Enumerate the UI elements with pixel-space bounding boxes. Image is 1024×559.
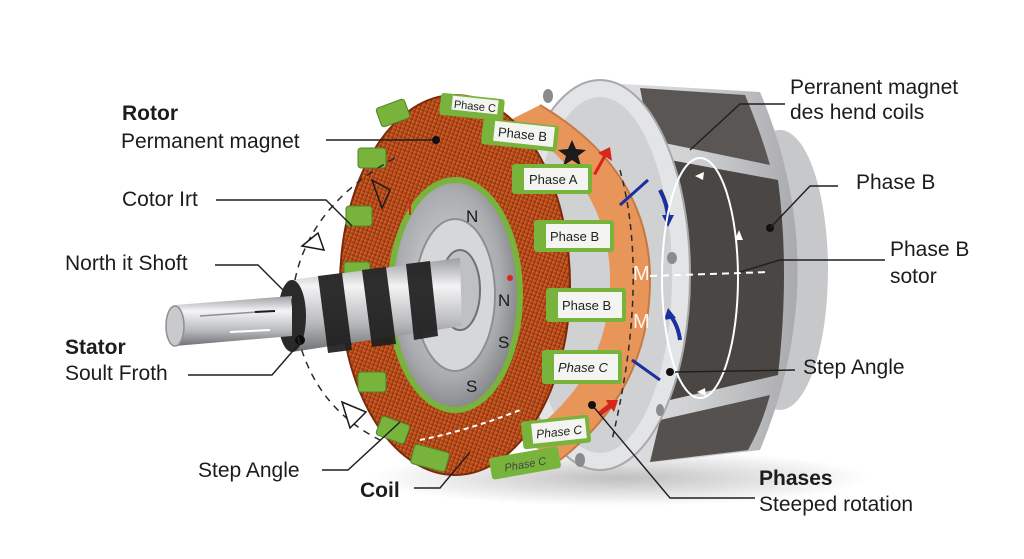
svg-text:Phase A: Phase A	[529, 172, 578, 187]
red-arrow-icon	[598, 400, 618, 416]
svg-text:Phase C: Phase C	[453, 99, 496, 115]
svg-text:Phase B: Phase B	[550, 229, 599, 244]
label-cotor-irt: Cotor Irt	[122, 188, 198, 211]
coil-tags: Phase C Phase B Phase A Phase B Phase B	[439, 93, 626, 480]
svg-text:Phase C: Phase C	[558, 360, 608, 375]
label-soult-froth: Soult Froth	[65, 362, 168, 385]
label-phase-b-2: Phase B	[890, 238, 970, 261]
ring-mark-m1: M	[633, 263, 650, 285]
svg-text:Phase B: Phase B	[497, 124, 547, 144]
star-icon	[558, 140, 586, 166]
label-phase-b-1: Phase B	[856, 171, 936, 194]
rotor-shaft	[165, 258, 462, 353]
pole-n-mid: N	[498, 291, 510, 310]
label-phases: Phases	[759, 467, 833, 490]
label-coil: Coil	[360, 479, 400, 502]
svg-text:Phase B: Phase B	[562, 298, 611, 313]
red-arrow-icon	[593, 147, 612, 175]
step-marker-icon	[370, 178, 391, 211]
coil-tag: Phase C	[521, 414, 591, 450]
label-stator: Stator	[65, 336, 126, 359]
label-perranent-magnet: Perranent magnet	[790, 76, 959, 99]
coil-tag: Phase C	[439, 93, 505, 121]
leader-lines	[188, 103, 885, 499]
label-step-angle-right: Step Angle	[803, 356, 905, 379]
coil-tag: Phase B	[546, 288, 626, 322]
label-rotor: Rotor	[122, 102, 178, 125]
label-north-shaft: North it Shoft	[65, 252, 188, 275]
label-step-angle-left: Step Angle	[198, 459, 300, 482]
coil-tag: Phase B	[481, 118, 559, 152]
blue-arrow-icon	[662, 215, 674, 227]
label-des-hend-coils: des hend coils	[790, 101, 925, 124]
blue-arrow-icon	[664, 308, 676, 320]
step-marker-icon	[340, 400, 368, 430]
step-angle-arc	[291, 157, 396, 441]
pole-s-bottom: S	[466, 377, 477, 396]
pole-n-top: N	[466, 207, 478, 226]
step-marker-icon	[300, 231, 326, 251]
pole-s-mid: S	[498, 333, 509, 352]
label-permanent-magnet: Permanent magnet	[121, 130, 300, 153]
label-steeped-rotation: Steeped rotation	[759, 493, 914, 516]
coil-tag: Phase A	[512, 164, 592, 194]
label-sotor: sotor	[890, 265, 937, 288]
svg-text:Phase C: Phase C	[535, 423, 583, 442]
coil-tag: Phase B	[534, 220, 614, 252]
coil-tag: Phase C	[542, 350, 622, 384]
coil-tag: Phase C	[489, 446, 561, 480]
ring-mark-m2: M	[633, 311, 650, 333]
